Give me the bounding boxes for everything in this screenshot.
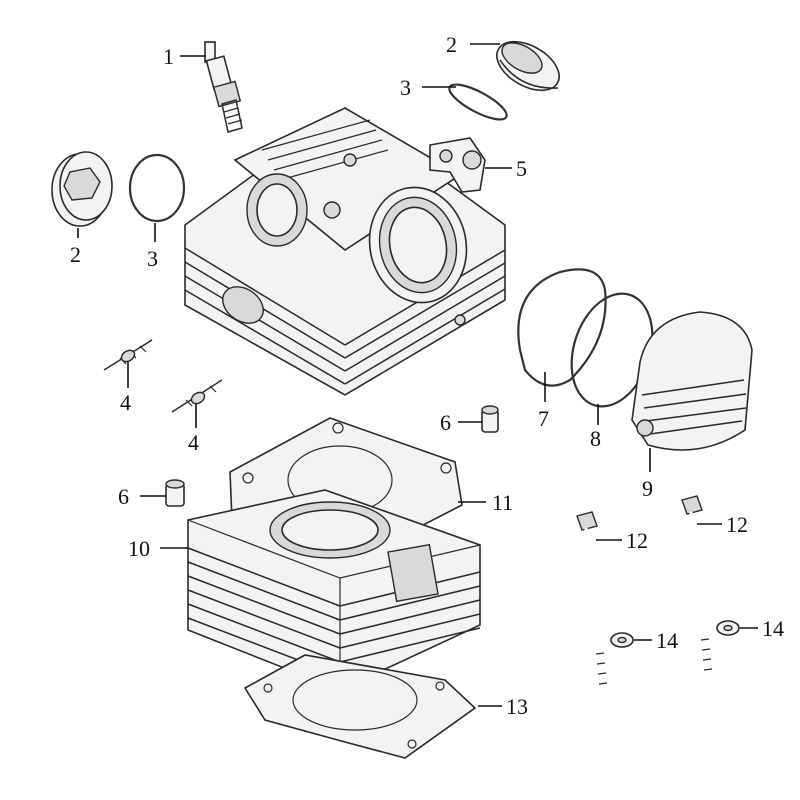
rocker-bracket — [429, 137, 486, 193]
valve-cap-top — [496, 40, 560, 92]
callout-11: 11 — [492, 490, 513, 515]
leader-lines — [77, 43, 758, 707]
stud-upper — [103, 339, 153, 374]
callout-7: 7 — [538, 406, 549, 431]
gasket-7 — [517, 268, 607, 387]
callout-5: 5 — [516, 156, 527, 181]
callout-14-left: 14 — [656, 628, 678, 653]
dowel-pin-left — [165, 479, 185, 507]
long-bolt-left — [576, 511, 608, 689]
callout-4-upper: 4 — [120, 390, 131, 415]
callout-2-left: 2 — [70, 242, 81, 267]
callout-14-right: 14 — [762, 616, 784, 641]
callout-4-lower: 4 — [188, 430, 199, 455]
callout-6-right: 6 — [440, 410, 451, 435]
washer-right — [716, 620, 740, 636]
stud-lower — [171, 379, 223, 416]
callout-9: 9 — [642, 476, 653, 501]
spark-plug — [204, 41, 243, 133]
callout-12-left: 12 — [626, 528, 648, 553]
callout-13: 13 — [506, 694, 528, 719]
valve-cap-left — [51, 151, 113, 227]
callout-3-left: 3 — [147, 246, 158, 271]
callout-6-left: 6 — [118, 484, 129, 509]
callout-10: 10 — [128, 536, 150, 561]
base-gasket — [243, 654, 477, 759]
washer-left — [610, 632, 634, 648]
cylinder-block — [187, 489, 481, 691]
long-bolt-right — [681, 495, 713, 673]
callout-1: 1 — [163, 44, 174, 69]
callout-3-top: 3 — [400, 75, 411, 100]
dowel-pin-right — [481, 405, 499, 433]
callout-12-right: 12 — [726, 512, 748, 537]
o-ring-left — [128, 153, 186, 223]
callout-8: 8 — [590, 426, 601, 451]
side-cover — [631, 311, 753, 451]
o-ring-top — [448, 83, 508, 121]
cylinder-head — [184, 107, 506, 396]
callout-2-top: 2 — [446, 32, 457, 57]
